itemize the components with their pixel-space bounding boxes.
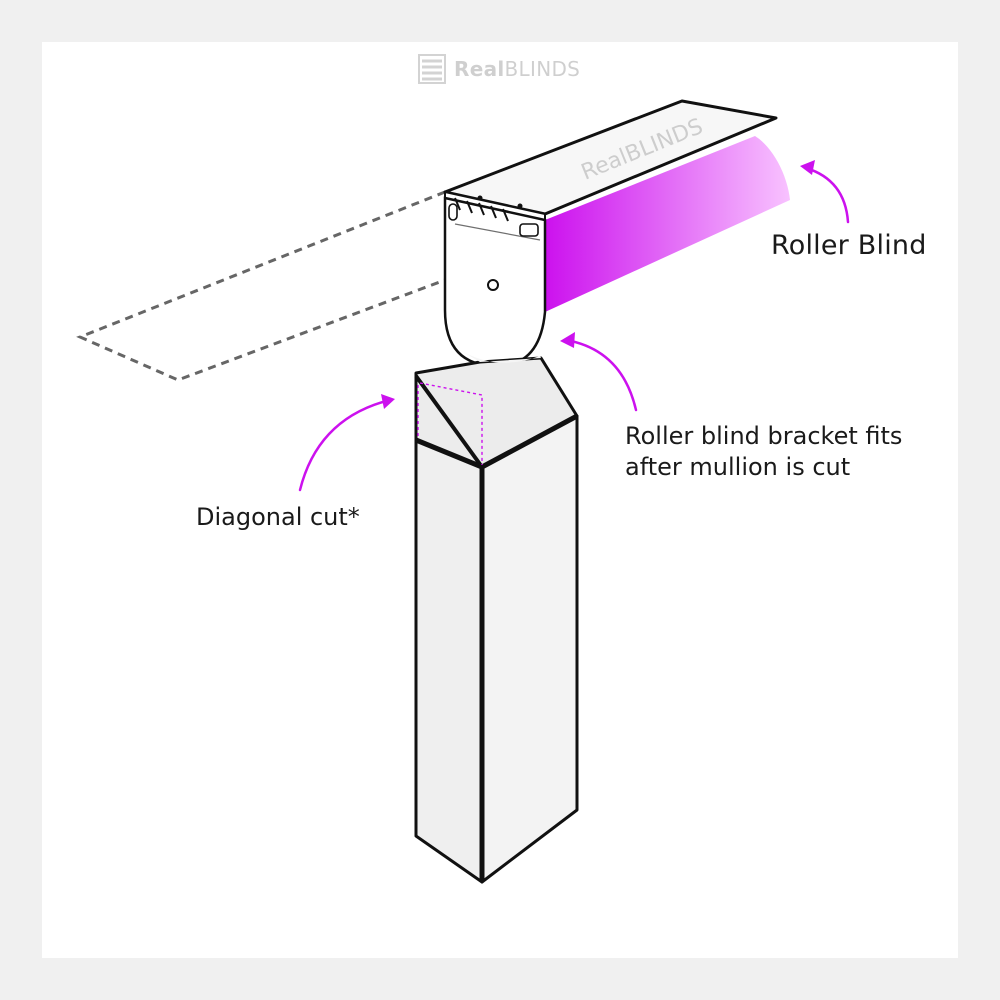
- arrow-heads: [381, 160, 815, 409]
- blinds-logo-icon: [418, 54, 446, 84]
- bracket-label: Roller blind bracket fits after mullion …: [625, 421, 955, 483]
- bracket-label-line1: Roller blind bracket fits: [625, 422, 903, 450]
- headrail-top: RealBLINDS: [443, 99, 778, 224]
- brand-logo-light: BLINDS: [504, 57, 581, 81]
- roller-blind-label: Roller Blind: [771, 230, 927, 261]
- mullion-post: [414, 350, 579, 884]
- brand-watermark: RealBLINDS: [418, 52, 580, 86]
- brand-logo-bold: Real: [454, 57, 505, 81]
- diagonal-cut-guide: [417, 382, 483, 465]
- roller-tube: [545, 136, 790, 312]
- dashed-headrail-outline: [76, 190, 446, 382]
- roller-bracket: [443, 196, 547, 368]
- bracket-label-line2: after mullion is cut: [625, 453, 851, 481]
- diagonal-cut-label: Diagonal cut*: [196, 503, 360, 531]
